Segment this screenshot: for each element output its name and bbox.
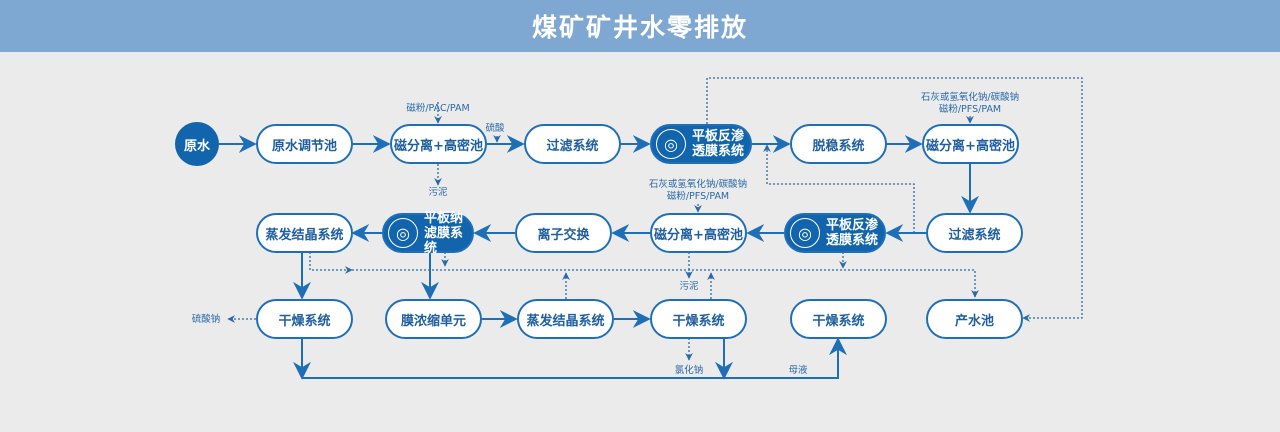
dose-label-3b: 磁粉/PFS/PAM bbox=[938, 104, 1002, 115]
dose-label-3a: 石灰或氢氧化钠/碳酸钠 bbox=[920, 92, 1020, 103]
nf-node: ◎平板纳滤膜系统 bbox=[382, 210, 474, 256]
target-icon: ◎ bbox=[656, 129, 686, 159]
sodium-sulfate-label: 硫酸钠 bbox=[191, 314, 221, 325]
node-label: 平板反渗透膜系统 bbox=[826, 218, 879, 248]
evap-node-2: 蒸发结晶系统 bbox=[517, 299, 614, 339]
filter-node-1: 过滤系统 bbox=[524, 124, 621, 164]
page-title: 煤矿矿井水零排放 bbox=[531, 13, 748, 42]
mother-liquor-label: 母液 bbox=[788, 365, 808, 376]
mag-sep-node-3: 磁分离+高密池 bbox=[650, 213, 747, 253]
sludge-label-1: 污泥 bbox=[428, 187, 448, 198]
dry-node-3: 干燥系统 bbox=[790, 299, 887, 339]
dose-label-2b: 磁粉/PFS/PAM bbox=[666, 191, 730, 202]
ro-node-1: ◎平板反渗透膜系统 bbox=[650, 124, 752, 164]
raw-water-node: 原水 bbox=[175, 122, 219, 166]
destab-node: 脱稳系统 bbox=[790, 124, 887, 164]
target-icon: ◎ bbox=[790, 218, 820, 248]
adjust-tank-node: 原水调节池 bbox=[256, 124, 353, 164]
acid-label: 硫酸 bbox=[485, 123, 505, 134]
mag-sep-node-2: 磁分离+高密池 bbox=[922, 124, 1019, 164]
sludge-label-2: 污泥 bbox=[679, 281, 699, 292]
dry-node-2: 干燥系统 bbox=[650, 299, 747, 339]
evap-node-1: 蒸发结晶系统 bbox=[256, 213, 353, 253]
filter-node-2: 过滤系统 bbox=[926, 213, 1023, 253]
arrow bbox=[302, 337, 847, 379]
ro-node-2: ◎平板反渗透膜系统 bbox=[784, 213, 886, 253]
node-label: 平板反渗透膜系统 bbox=[692, 129, 745, 159]
dose-label-2a: 石灰或氢氧化钠/碳酸钠 bbox=[648, 179, 748, 190]
title-bar: 煤矿矿井水零排放 bbox=[0, 0, 1280, 52]
membrane-conc-node: 膜浓缩单元 bbox=[385, 299, 482, 339]
dose-label-1: 磁粉/PAC/PAM bbox=[406, 103, 470, 114]
ion-exchange-node: 离子交换 bbox=[515, 213, 612, 253]
product-tank-node: 产水池 bbox=[926, 299, 1023, 339]
target-icon: ◎ bbox=[388, 218, 418, 248]
node-label: 平板纳滤膜系统 bbox=[424, 210, 464, 256]
dry-node-1: 干燥系统 bbox=[256, 299, 353, 339]
sodium-chloride-label: 氯化钠 bbox=[674, 365, 704, 376]
mag-sep-node-1: 磁分离+高密池 bbox=[390, 124, 487, 164]
